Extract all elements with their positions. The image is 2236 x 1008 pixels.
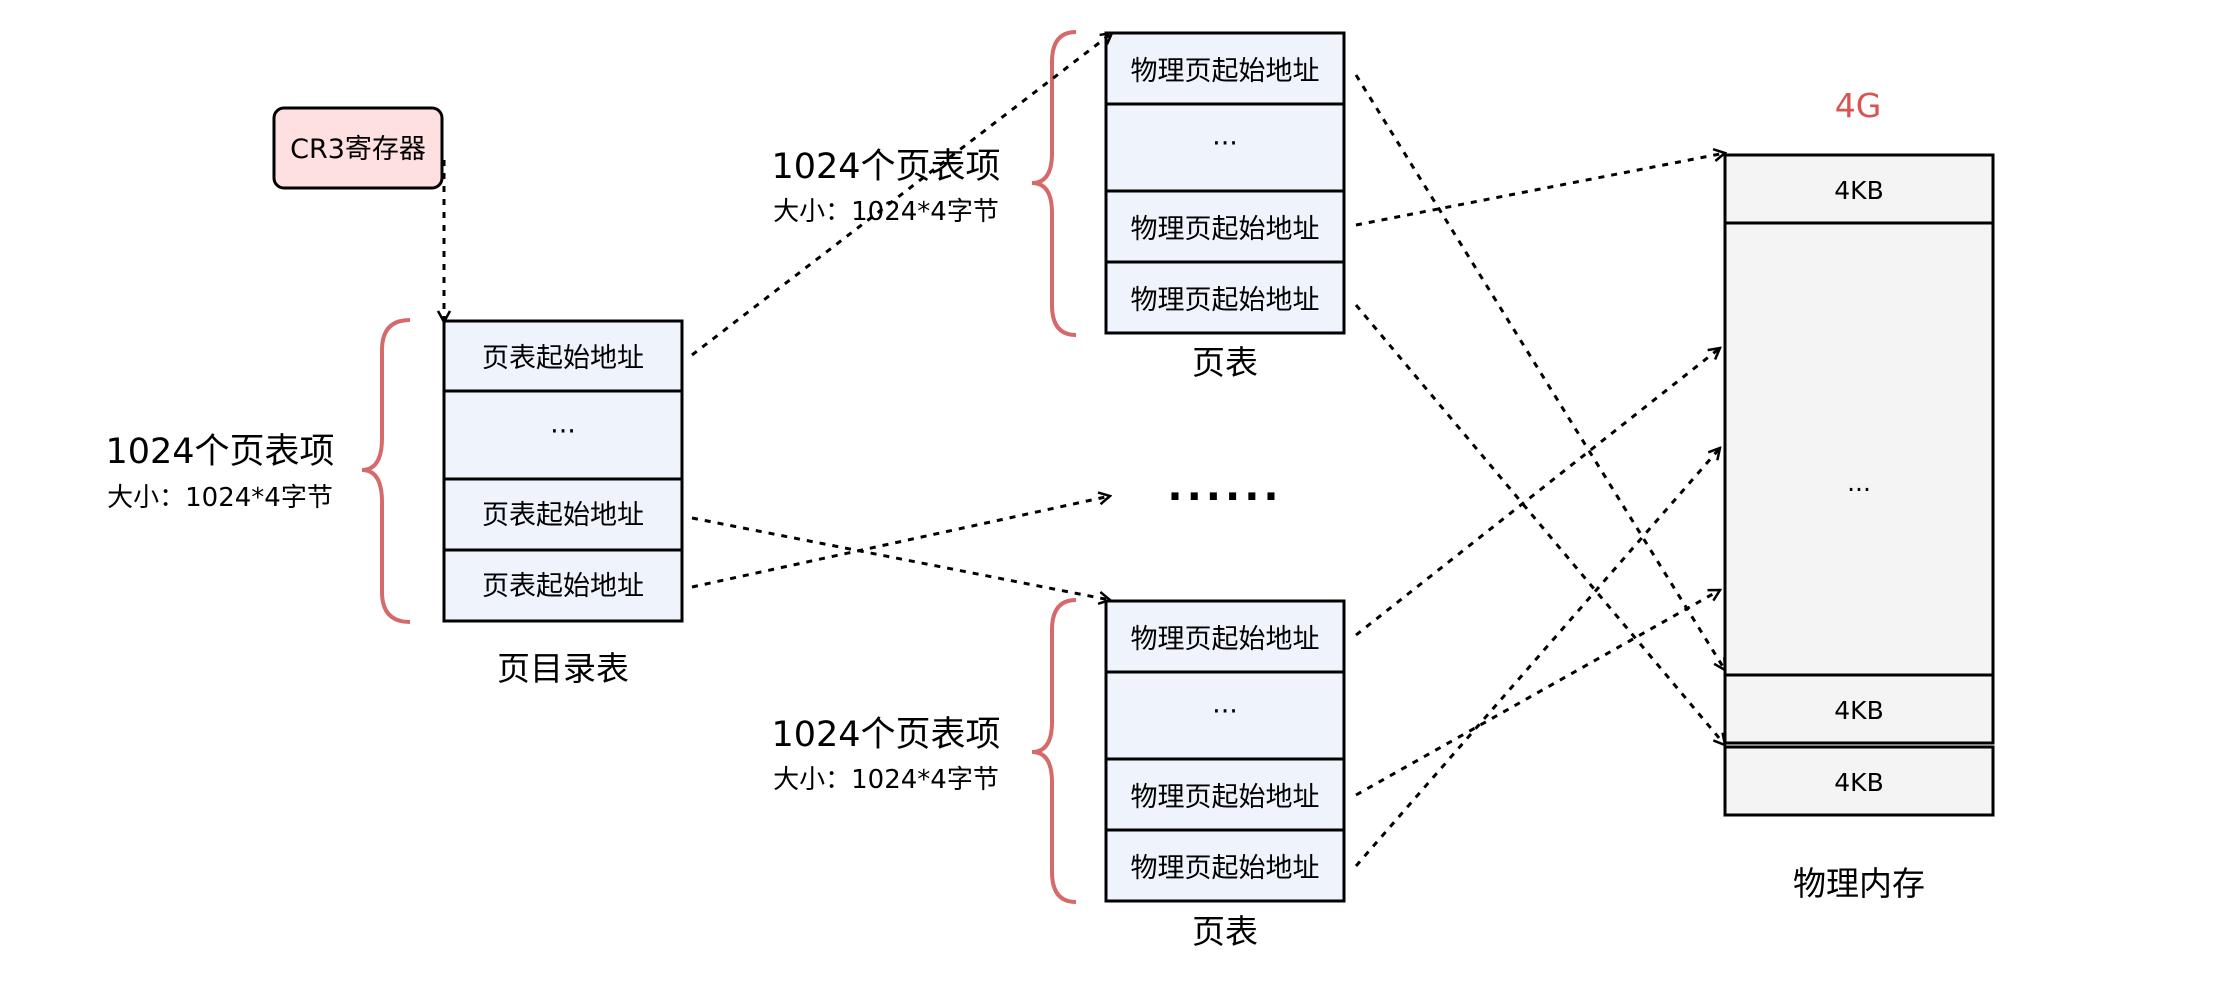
page-table-entry: 物理页起始地址 xyxy=(1131,56,1320,87)
page-directory-entry: 页表起始地址 xyxy=(482,500,644,531)
page-table-top-title: 页表 xyxy=(1192,343,1258,382)
physical-memory: 4G 4KB ··· 4KB 4KB 物理内存 xyxy=(1723,86,1995,903)
page-table-entry: 物理页起始地址 xyxy=(1131,624,1320,655)
bottom-pte-to-memory-arrow xyxy=(1355,348,1720,637)
memory-block: ··· xyxy=(1847,475,1871,504)
bottom-pte-to-memory-arrow xyxy=(1354,448,1720,867)
top-pte-to-memory-arrow xyxy=(1355,153,1725,227)
page-table-top: 物理页起始地址 ··· 物理页起始地址 物理页起始地址 页表 xyxy=(1104,31,1346,382)
cr3-register: CR3寄存器 xyxy=(272,106,444,190)
page-table-entry: 物理页起始地址 xyxy=(1131,782,1320,813)
page-table-top-brace-sublabel: 大小：1024*4字节 xyxy=(773,197,999,227)
page-directory-brace-sublabel: 大小：1024*4字节 xyxy=(107,483,333,513)
page-directory-brace-label: 1024个页表项 xyxy=(105,432,334,472)
top-pte-to-memory-arrow xyxy=(1354,74,1725,670)
page-table-entry: 物理页起始地址 xyxy=(1131,285,1320,316)
page-directory-title: 页目录表 xyxy=(497,649,629,688)
physical-memory-title: 物理内存 xyxy=(1793,864,1925,903)
page-directory-entry: 页表起始地址 xyxy=(482,343,644,374)
page-table-entry: ··· xyxy=(1212,128,1238,159)
page-table-bottom-title: 页表 xyxy=(1192,912,1258,951)
page-table-bottom: 物理页起始地址 ··· 物理页起始地址 物理页起始地址 页表 xyxy=(1104,599,1346,951)
top-pte-to-memory-arrow xyxy=(1354,304,1725,745)
memory-block: 4KB xyxy=(1834,696,1883,725)
memory-block: 4KB xyxy=(1834,768,1883,797)
pde-to-bottom-table-arrow xyxy=(691,516,1110,600)
page-directory-brace xyxy=(361,318,411,624)
page-table-entry: 物理页起始地址 xyxy=(1131,853,1320,884)
page-table-bottom-brace-label: 1024个页表项 xyxy=(771,715,1000,755)
page-table-bottom-brace-sublabel: 大小：1024*4字节 xyxy=(773,765,999,795)
memory-top-label: 4G xyxy=(1835,86,1882,125)
page-directory-entry: ··· xyxy=(550,416,576,447)
pde-to-middle-arrow xyxy=(691,496,1110,589)
page-table-top-brace xyxy=(1031,30,1077,337)
memory-block: 4KB xyxy=(1834,176,1883,205)
page-table-top-brace-label: 1024个页表项 xyxy=(771,147,1000,187)
page-directory-table: 页表起始地址 ··· 页表起始地址 页表起始地址 页目录表 xyxy=(442,319,684,688)
bottom-pte-to-memory-arrow xyxy=(1355,588,1720,797)
more-page-tables-ellipsis: ······ xyxy=(1167,474,1282,520)
page-table-bottom-brace xyxy=(1031,598,1077,904)
page-table-entry: ··· xyxy=(1212,696,1238,727)
page-table-entry: 物理页起始地址 xyxy=(1131,214,1320,245)
cr3-label: CR3寄存器 xyxy=(290,134,426,165)
page-directory-entry: 页表起始地址 xyxy=(482,571,644,602)
pde-to-top-table-arrow xyxy=(691,33,1112,357)
